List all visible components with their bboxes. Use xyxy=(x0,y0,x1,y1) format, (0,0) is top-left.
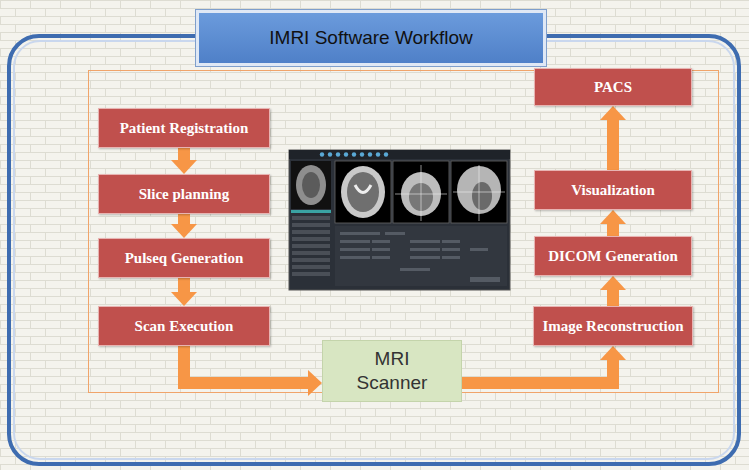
arrow-head xyxy=(600,276,626,290)
box-label: Pulseq Generation xyxy=(125,250,244,267)
arrow-shaft xyxy=(178,278,190,293)
flow-arrow xyxy=(171,278,197,306)
arrow-head xyxy=(600,346,626,360)
arrow-head xyxy=(308,370,322,396)
arrow-shaft xyxy=(462,359,613,383)
process-box: Pulseq Generation xyxy=(98,238,270,278)
arrow-shaft xyxy=(607,119,619,170)
arrow-shaft xyxy=(607,289,619,306)
arrow-shaft xyxy=(607,223,619,236)
box-label: Visualization xyxy=(571,182,655,199)
outer-frame-inner xyxy=(14,41,734,459)
process-box: Image Reconstruction xyxy=(533,306,693,346)
title-box: IMRI Software Workflow xyxy=(196,10,546,66)
box-label: PACS xyxy=(594,79,632,96)
flow-arrow xyxy=(600,210,626,236)
arrow-head xyxy=(600,210,626,224)
scanner-box: MRI Scanner xyxy=(322,340,462,402)
arrow-head xyxy=(171,160,197,174)
arrow-shaft xyxy=(184,346,309,383)
flow-arrow xyxy=(171,214,197,238)
arrow-shaft xyxy=(178,148,190,161)
title-text: IMRI Software Workflow xyxy=(269,27,472,49)
box-label: Scan Execution xyxy=(135,318,234,335)
arrow-head xyxy=(171,292,197,306)
process-box: DICOM Generation xyxy=(534,236,692,276)
flow-arrow xyxy=(600,276,626,306)
arrow-head xyxy=(171,224,197,238)
process-box: Patient Registration xyxy=(98,108,270,148)
box-label: DICOM Generation xyxy=(548,248,678,265)
process-box: PACS xyxy=(534,68,692,106)
box-label: Slice planning xyxy=(139,186,229,203)
screenshot xyxy=(289,150,510,290)
box-label: Image Reconstruction xyxy=(542,318,683,335)
flow-arrow xyxy=(462,346,626,383)
box-label: Patient Registration xyxy=(120,120,249,137)
process-box: Slice planning xyxy=(98,174,270,214)
flow-arrow xyxy=(600,106,626,170)
arrow-head xyxy=(600,106,626,120)
box-label: MRI Scanner xyxy=(352,347,432,395)
outer-frame xyxy=(9,36,739,464)
arrow-shaft xyxy=(178,214,190,225)
flow-arrow xyxy=(184,346,322,396)
flow-arrow xyxy=(171,148,197,174)
process-box: Scan Execution xyxy=(98,306,270,346)
process-box: Visualization xyxy=(534,170,692,210)
